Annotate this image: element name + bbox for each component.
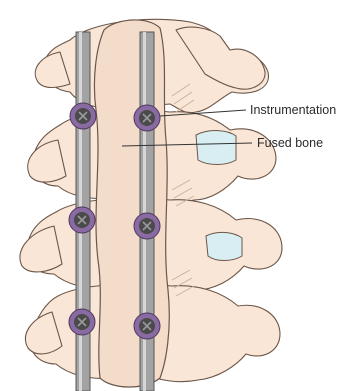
instrumentation-label: Instrumentation	[250, 104, 336, 117]
disc-lower	[206, 232, 242, 260]
screw-right-1	[134, 105, 160, 131]
fused-bone-label: Fused bone	[257, 137, 323, 150]
process-left-3	[20, 226, 62, 272]
screw-right-2	[134, 213, 160, 239]
screw-right-3	[134, 313, 160, 339]
screw-left-3	[69, 309, 95, 335]
screw-left-2	[69, 207, 95, 233]
disc-upper	[196, 131, 236, 165]
screw-left-1	[70, 103, 96, 129]
